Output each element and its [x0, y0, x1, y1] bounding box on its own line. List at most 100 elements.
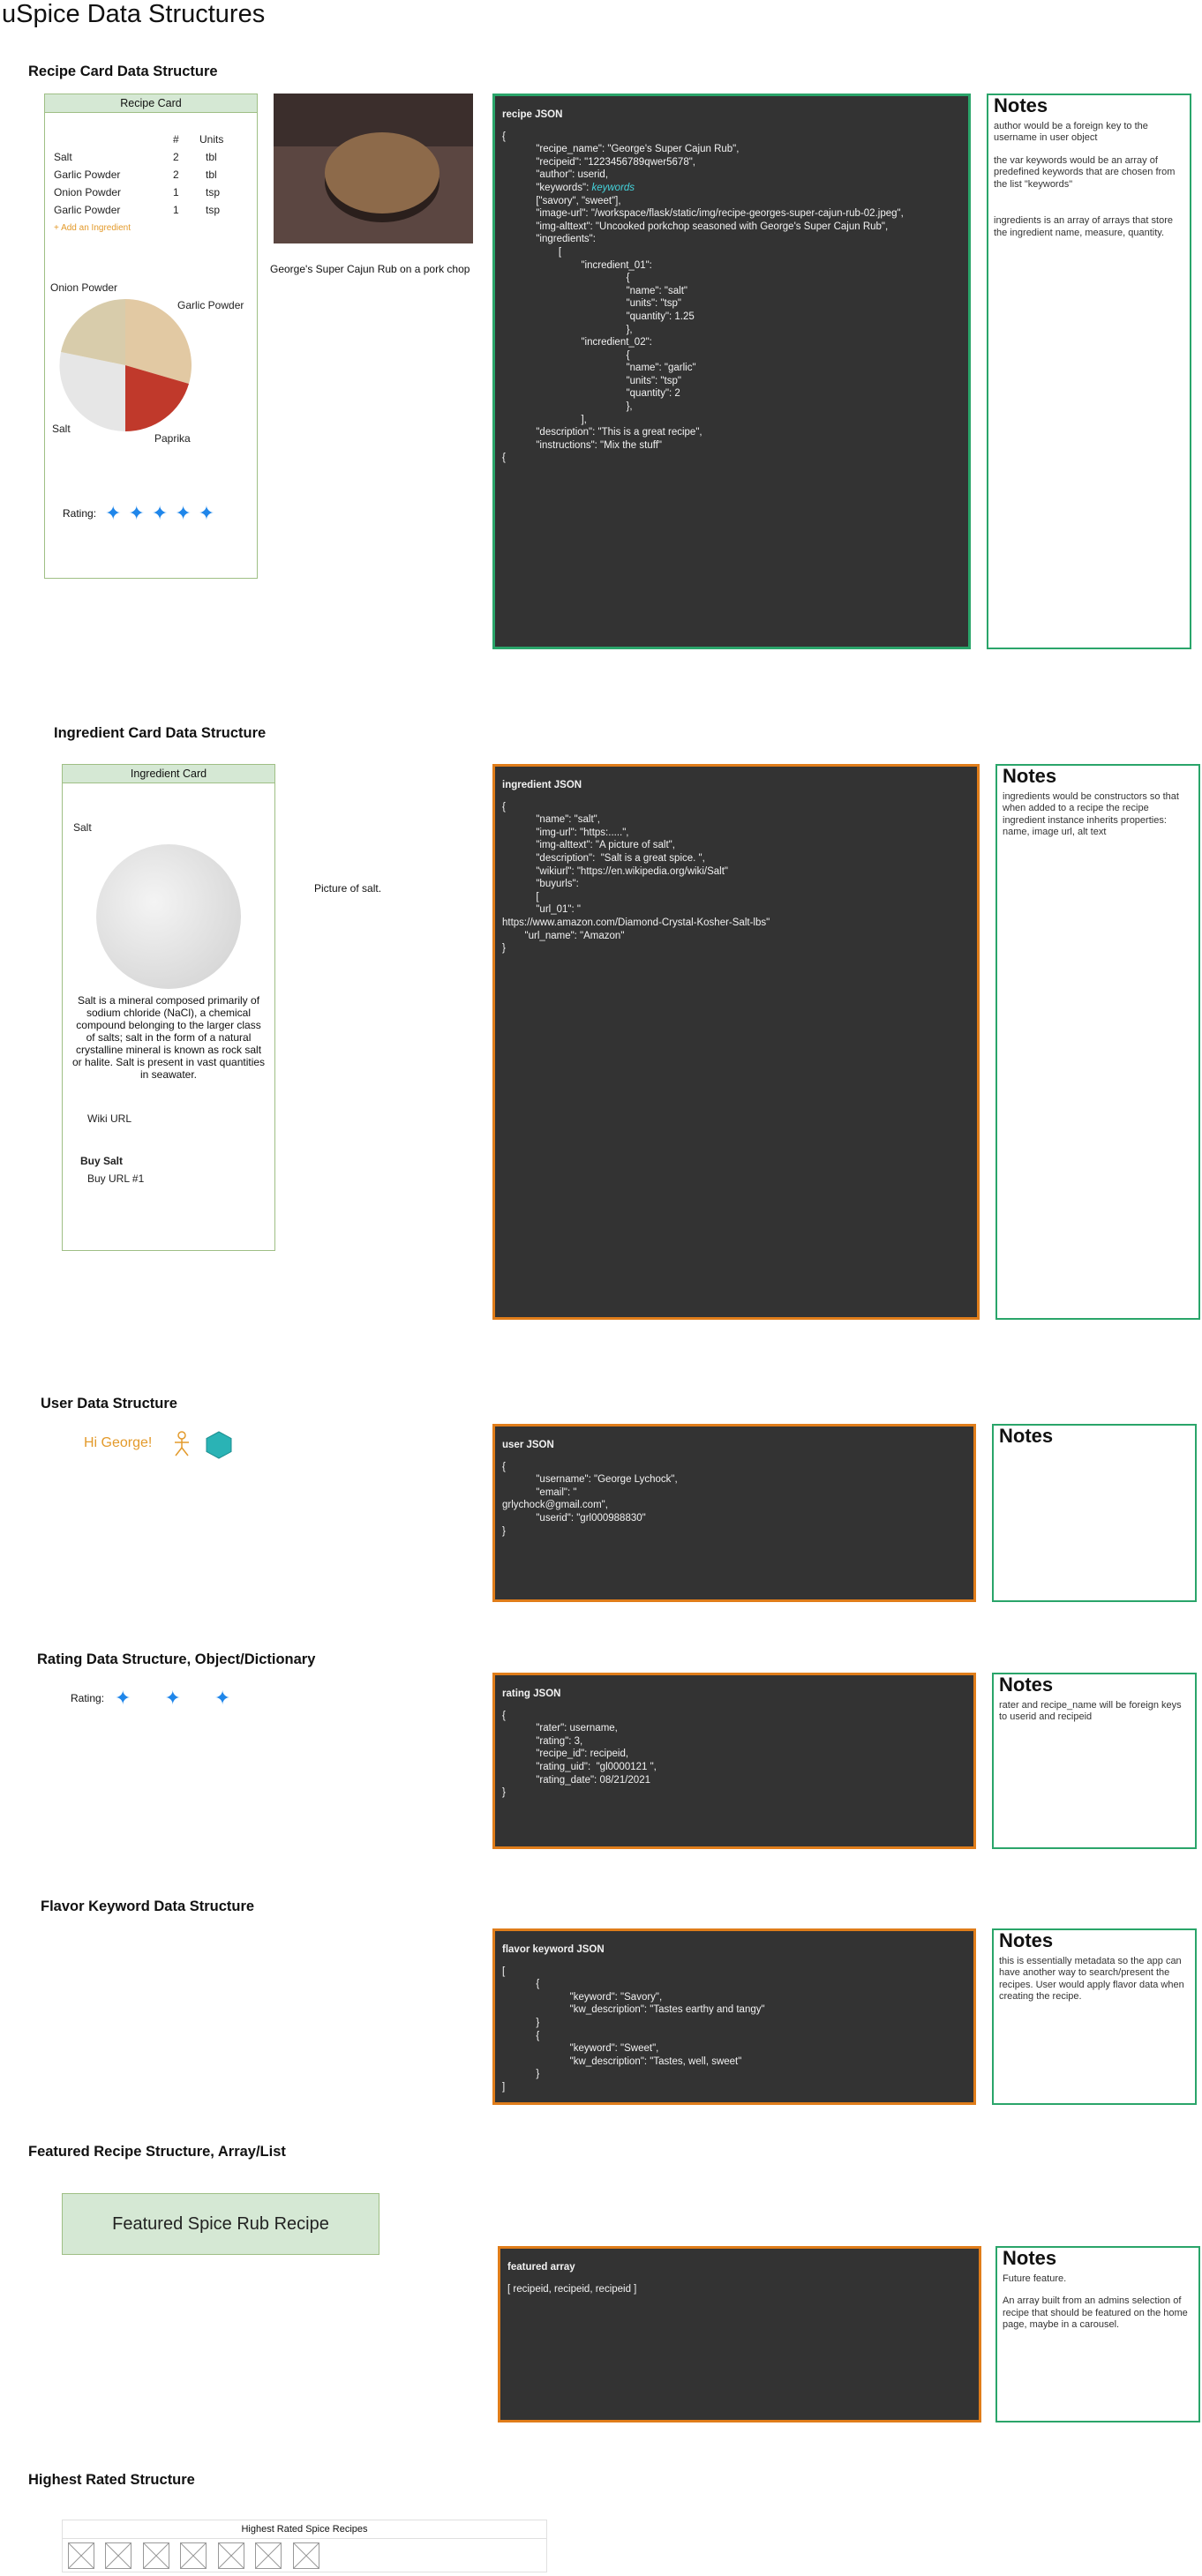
flavor-section-title: Flavor Keyword Data Structure: [41, 1898, 255, 1914]
user-figure-icon: [175, 1431, 189, 1456]
star-icon[interactable]: ✦: [128, 502, 145, 524]
notes-title: Notes: [1003, 2247, 1057, 2269]
json-line: "name": "garlic": [502, 363, 696, 374]
json-line: "recipe_name": "George's Super Cajun Rub…: [502, 144, 740, 155]
json-line: "name": "salt": [502, 285, 687, 296]
featured-recipe-button[interactable]: Featured Spice Rub Recipe: [62, 2193, 379, 2255]
salt-picture-caption: Picture of salt.: [314, 882, 382, 895]
notes-title: Notes: [999, 1929, 1054, 1951]
star-icon[interactable]: ✦: [105, 502, 122, 524]
json-line: grlychock@gmail.com",: [502, 1500, 608, 1511]
highest-section-title: Highest Rated Structure: [28, 2472, 195, 2488]
json-line: "rating": 3,: [502, 1735, 583, 1747]
recipe-placeholder-icon[interactable]: [180, 2542, 207, 2569]
featured-json-box: featured array [ recipeid, recipeid, rec…: [498, 2246, 981, 2422]
json-line: ["savory", "sweet"],: [502, 195, 621, 206]
recipe-placeholder-icon[interactable]: [217, 2542, 244, 2569]
json-line: [: [502, 891, 539, 902]
json-line: "quantity": 2: [502, 388, 680, 400]
json-line: {: [502, 801, 506, 812]
buy-link[interactable]: Buy URL #1: [87, 1172, 145, 1185]
json-line: "quantity": 1.25: [502, 311, 695, 322]
star-icon[interactable]: ✦: [164, 1687, 181, 1709]
ingredient-name: Garlic Powder: [54, 168, 121, 181]
json-line: "img-alttext": "A picture of salt",: [502, 840, 675, 851]
json-line: "url_01": ": [502, 904, 581, 916]
json-line: }: [502, 2017, 540, 2028]
highest-rated-header: Highest Rated Spice Recipes: [63, 2520, 546, 2539]
pie-label-garlic: Garlic Powder: [177, 299, 244, 311]
add-ingredient-link[interactable]: + Add an Ingredient: [54, 223, 131, 233]
json-line: {: [502, 453, 506, 464]
ingredient-qty: 1: [173, 186, 179, 198]
notes-title: Notes: [999, 1674, 1054, 1696]
recipe-placeholder-icon[interactable]: [68, 2542, 94, 2569]
note-text: the var keywords would be an array of pr…: [994, 154, 1176, 190]
json-line: {: [502, 131, 506, 142]
recipe-placeholder-icon[interactable]: [255, 2542, 282, 2569]
featured-section-title: Featured Recipe Structure, Array/List: [28, 2144, 286, 2160]
recipe-photo: [274, 94, 473, 243]
pie-label-paprika: Paprika: [154, 432, 191, 445]
user-json-box: user JSON { "username": "George Lychock"…: [492, 1424, 976, 1602]
json-line: "rater": username,: [502, 1723, 618, 1734]
pie-slice-onion: [61, 299, 125, 365]
pie-slice-garlic: [125, 299, 192, 384]
rating-notes: Notes rater and recipe_name will be fore…: [992, 1673, 1197, 1849]
wiki-link[interactable]: Wiki URL: [87, 1112, 131, 1125]
salt-image: [96, 844, 241, 989]
json-line: "incredient_01":: [502, 259, 652, 271]
json-line: "author": userid,: [502, 169, 609, 181]
json-line: [: [502, 1966, 506, 1977]
json-line: }: [502, 1787, 506, 1799]
json-line: "wikiurl": "https://en.wikipedia.org/wik…: [502, 865, 728, 877]
json-line-keywords: "keywords": keywords: [502, 182, 635, 193]
recipe-placeholder-icon[interactable]: [142, 2542, 169, 2569]
json-line: [ recipeid, recipeid, recipeid ]: [507, 2283, 637, 2295]
recipe-placeholder-icon[interactable]: [292, 2542, 319, 2569]
notes-title: Notes: [1003, 765, 1057, 787]
json-line: "incredient_02":: [502, 337, 652, 348]
star-icon[interactable]: ✦: [175, 502, 192, 524]
recipe-notes: Notes author would be a foreign key to t…: [987, 94, 1191, 649]
json-line: https://www.amazon.com/Diamond-Crystal-K…: [502, 917, 770, 928]
ingredient-unit: tbl: [206, 168, 217, 181]
json-line: ]: [502, 2081, 506, 2093]
json-line: "rating_date": 08/21/2021: [502, 1774, 650, 1786]
ingredient-name: Garlic Powder: [54, 204, 121, 216]
pie-slice-paprika: [125, 365, 189, 431]
ingredient-qty: 2: [173, 151, 179, 163]
json-line: "kw_description": "Tastes, well, sweet": [502, 2056, 742, 2067]
json-line: "description": "Salt is a great spice. "…: [502, 852, 705, 864]
rating-label: Rating:: [71, 1692, 105, 1704]
ingredient-qty: 2: [173, 168, 179, 181]
flavor-json-title: flavor keyword JSON: [502, 1944, 605, 1955]
note-text: this is essentially metadata so the app …: [999, 1955, 1184, 2003]
recipe-section-title: Recipe Card Data Structure: [28, 64, 218, 79]
recipe-card: Recipe Card # Units Salt 2 tbl Garlic Po…: [44, 94, 258, 579]
ingredient-json-box: ingredient JSON { "name": "salt", "img-u…: [492, 764, 980, 1320]
star-icon[interactable]: ✦: [151, 502, 169, 524]
page-title: uSpice Data Structures: [2, 0, 266, 28]
json-line: "img-alttext": "Uncooked porkchop season…: [502, 221, 889, 232]
notes-title: Notes: [999, 1425, 1054, 1447]
star-icon[interactable]: ✦: [115, 1687, 131, 1709]
recipe-placeholder-icon[interactable]: [105, 2542, 132, 2569]
json-line: "recipe_id": recipeid,: [502, 1749, 629, 1760]
json-line: {: [502, 1461, 506, 1472]
json-line: "recipeid": "1223456789qwer5678",: [502, 156, 695, 168]
recipe-json-title: recipe JSON: [502, 109, 563, 120]
json-line: "email": ": [502, 1486, 577, 1498]
rating-json-box: rating JSON { "rater": username, "rating…: [492, 1673, 976, 1849]
note-text: rater and recipe_name will be foreign ke…: [999, 1699, 1182, 1723]
ingredient-unit: tsp: [206, 204, 221, 216]
ingredient-name: Onion Powder: [54, 186, 122, 198]
user-notes: Notes: [992, 1424, 1197, 1602]
json-line: "units": "tsp": [502, 298, 681, 310]
star-icon[interactable]: ✦: [214, 1687, 231, 1709]
ingredient-card-header: Ingredient Card: [63, 765, 274, 783]
flavor-notes: Notes this is essentially metadata so th…: [992, 1928, 1197, 2105]
star-icon[interactable]: ✦: [198, 502, 215, 524]
json-line: "username": "George Lychock",: [502, 1474, 678, 1486]
ingredient-notes: Notes ingredients would be constructors …: [995, 764, 1200, 1320]
